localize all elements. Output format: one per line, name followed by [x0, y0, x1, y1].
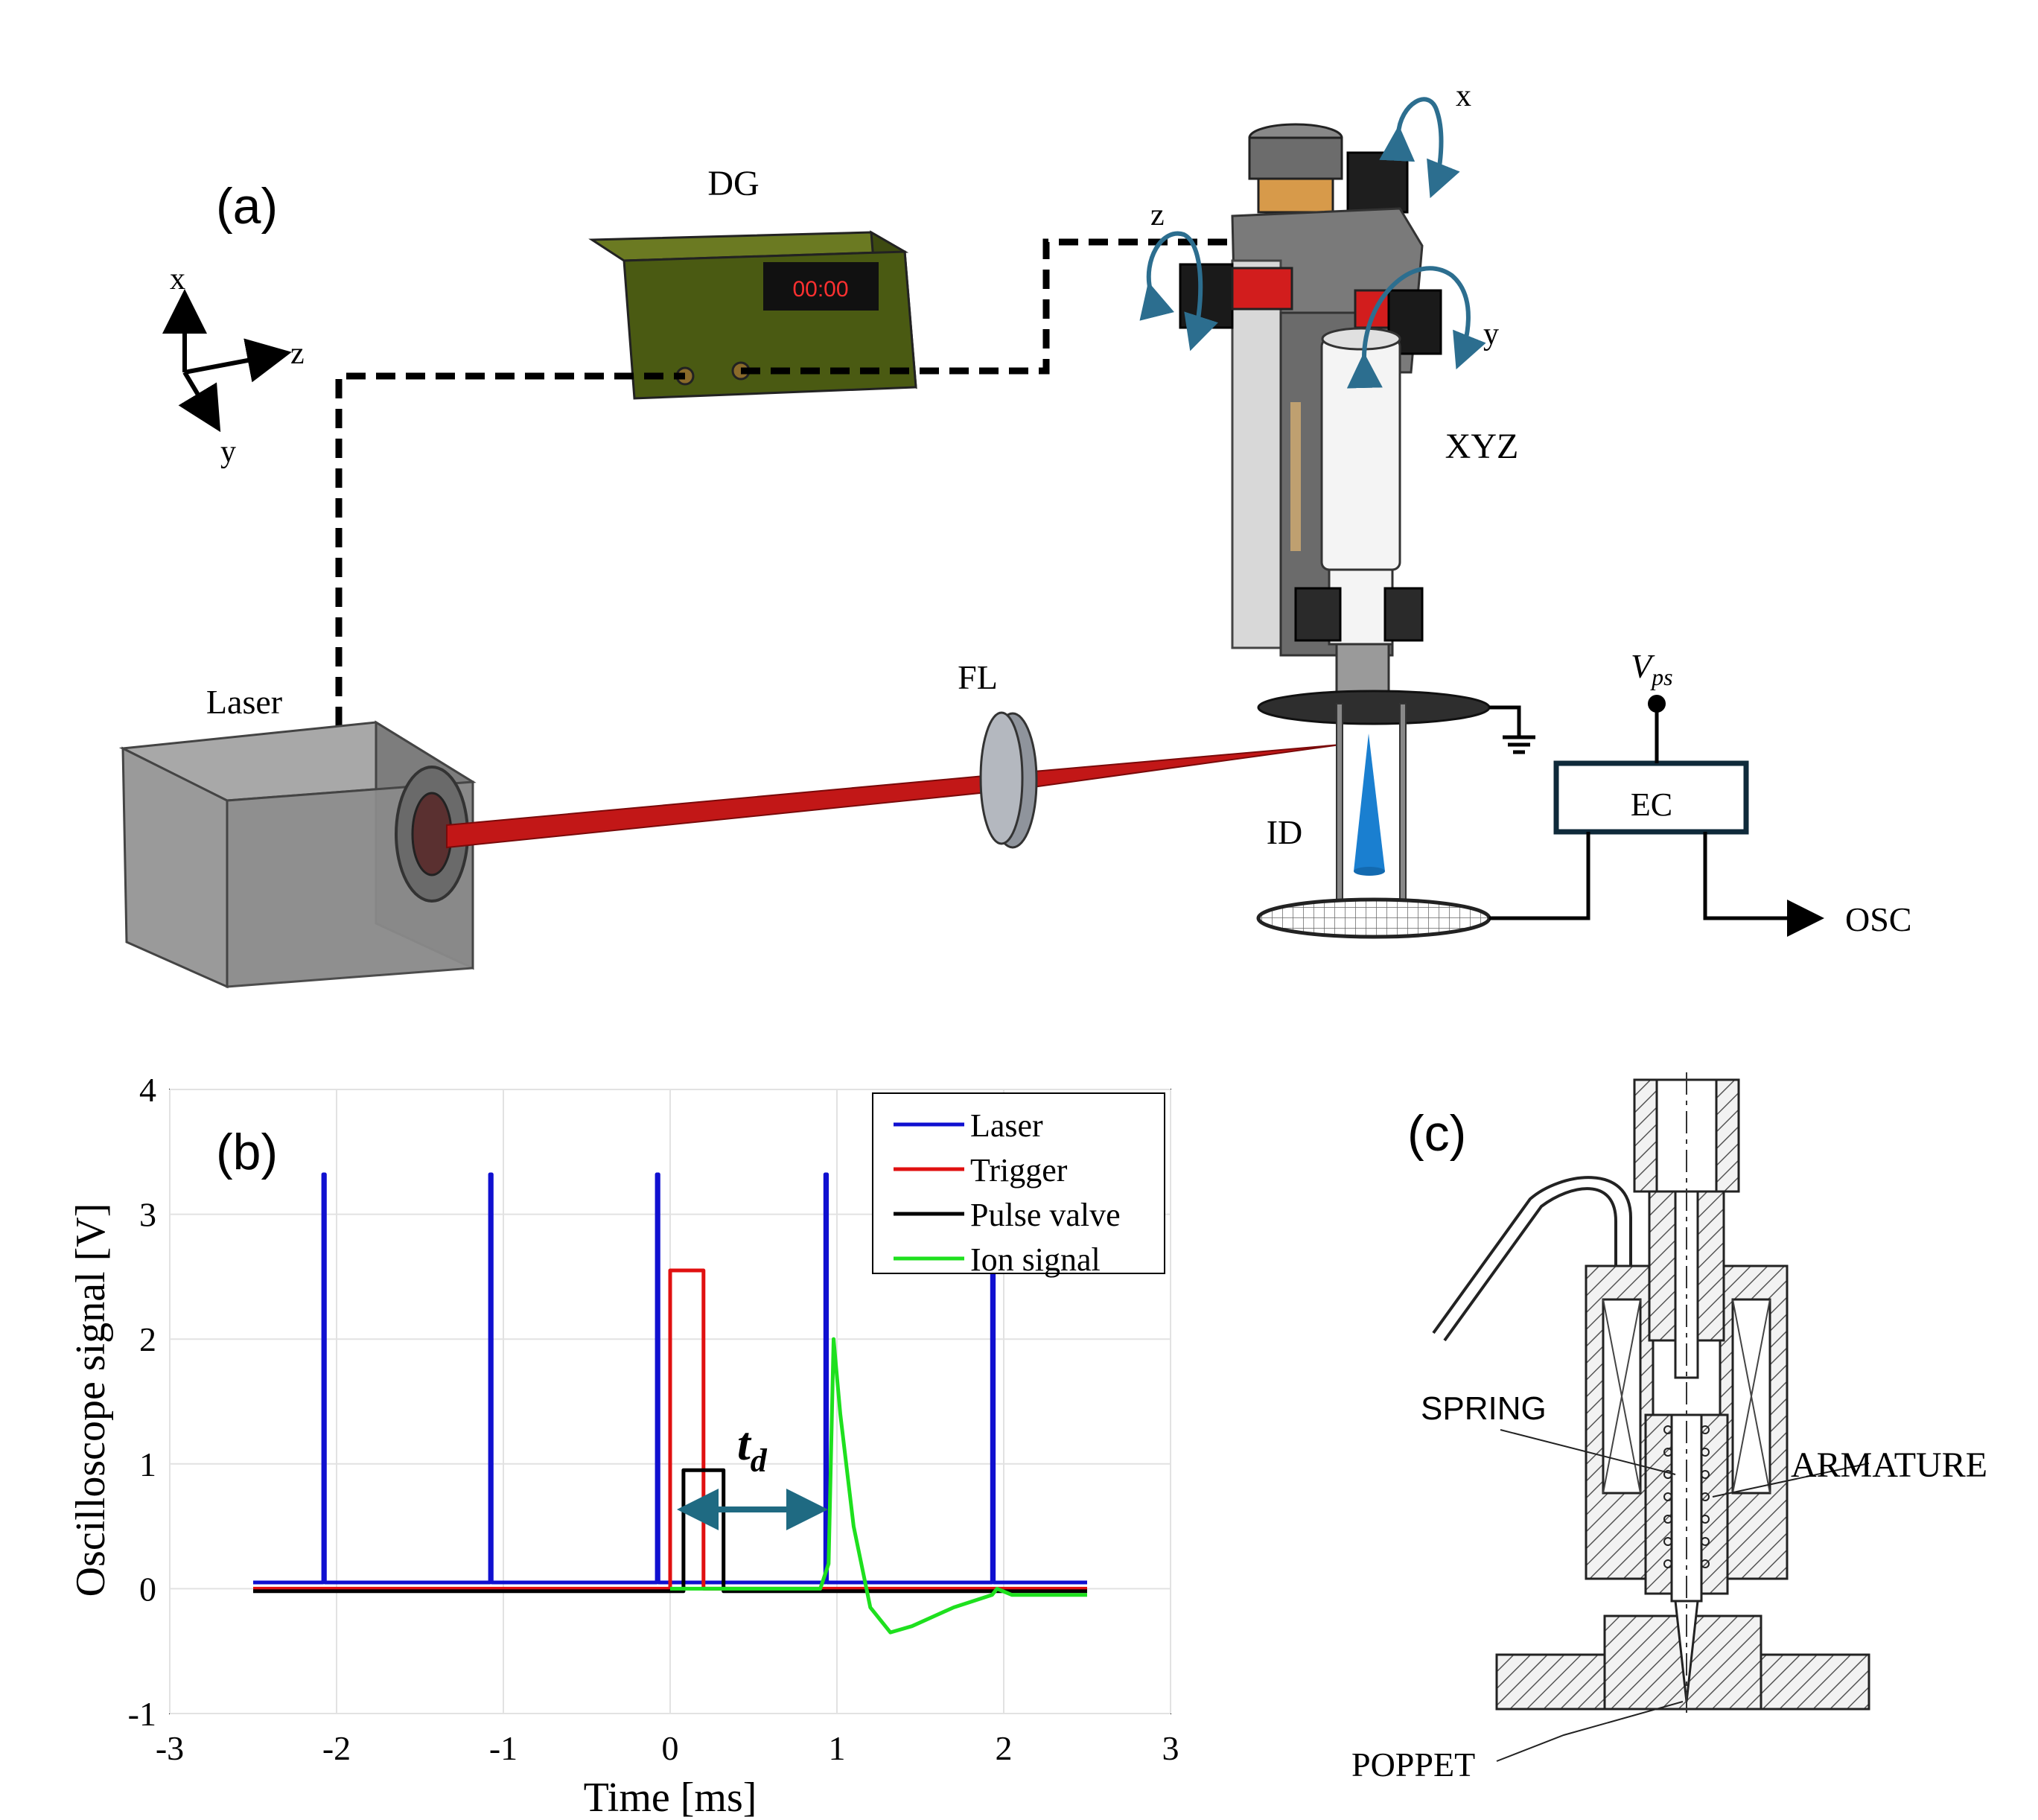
panel-b: -3 -2 -1 0 1 2 3 -1 0 1 2 3 4 (b) Time [ms] Oscillos… [68, 1071, 1179, 1820]
coordinate-axes [162, 289, 292, 433]
series-line-ion-signal [670, 1337, 1087, 1635]
x-tick-label: 0 [662, 1729, 679, 1767]
vps-main: V [1631, 647, 1655, 685]
x-tick-label: -1 [489, 1729, 518, 1767]
rot-y-label: y [1483, 317, 1499, 351]
panel-a-label: (a) [216, 178, 278, 235]
legend-label: Trigger [970, 1152, 1068, 1189]
axis-x-label: x [170, 262, 185, 296]
y-tick-label: -1 [128, 1695, 156, 1733]
panel-a: (a) x z y 00:00 DG [118, 79, 1911, 989]
x-axis-label: Time [ms] [584, 1775, 757, 1820]
y-tick-label: 0 [139, 1570, 156, 1608]
laser-box [118, 720, 477, 989]
spring-label: SPRING [1421, 1390, 1547, 1427]
tick-labels: -3 -2 -1 0 1 2 3 -1 0 1 2 3 4 [128, 1071, 1179, 1767]
x-tick-label: -3 [156, 1729, 184, 1767]
x-tick-label: -2 [322, 1729, 351, 1767]
upper-plate [1257, 690, 1491, 725]
x-tick-label: 2 [996, 1729, 1013, 1767]
pulse-valve-drawing [1432, 1072, 1870, 1762]
axis-y-label: y [220, 435, 236, 469]
rotation-arrows [1139, 97, 1486, 389]
vps-sub: ps [1650, 664, 1672, 690]
y-tick-label: 4 [139, 1071, 156, 1109]
spring-coils [1663, 1425, 1710, 1568]
td-label: td [737, 1417, 768, 1479]
series-line-pulse-valve [253, 1468, 1087, 1594]
mesh-plate [1256, 897, 1491, 939]
panel-c: (c) [1351, 1072, 1987, 1784]
laser-aperture [411, 792, 453, 876]
legend-label: Pulse valve [970, 1197, 1121, 1233]
panel-c-label: (c) [1407, 1105, 1466, 1162]
dg-label: DG [707, 164, 759, 203]
rot-z-label: z [1150, 198, 1165, 232]
dg-display [763, 262, 879, 311]
fl-label: FL [958, 658, 998, 696]
vps-label: Vps [1631, 647, 1673, 690]
ec-label: EC [1631, 786, 1672, 823]
legend-label: Ion signal [970, 1241, 1101, 1278]
x-tick-label: 1 [829, 1729, 846, 1767]
armature-label: ARMATURE [1791, 1445, 1987, 1485]
panel-b-label: (b) [216, 1124, 278, 1180]
xyz-label: XYZ [1445, 427, 1519, 466]
laser-label: Laser [206, 683, 282, 721]
series-line-laser [253, 1172, 1087, 1585]
y-tick-label: 1 [139, 1445, 156, 1483]
xyz-stage [1179, 123, 1442, 705]
vps-terminal [1648, 695, 1666, 713]
chart-series [253, 1172, 1087, 1635]
focusing-lens [979, 711, 1038, 849]
dg-display-text: 00:00 [792, 277, 848, 302]
axis-z-label: z [290, 337, 305, 371]
legend-label: Laser [970, 1107, 1043, 1144]
td-sub: d [751, 1442, 768, 1479]
ec-box [1553, 760, 1749, 835]
osc-label: OSC [1845, 900, 1911, 938]
delay-generator: 00:00 [588, 230, 917, 400]
electronics-circuit [1489, 695, 1824, 937]
trigger-cable [335, 238, 1292, 726]
y-tick-label: 2 [139, 1320, 156, 1358]
ion-detector [1256, 690, 1535, 939]
ion-cone [1354, 734, 1385, 871]
rot-x-label: x [1456, 79, 1471, 113]
y-tick-label: 3 [139, 1196, 156, 1234]
laser-beam [446, 744, 1341, 849]
id-label: ID [1267, 813, 1303, 851]
y-axis-label: Oscilloscope signal [V] [68, 1203, 114, 1597]
td-main: t [737, 1417, 752, 1470]
x-tick-label: 3 [1162, 1729, 1179, 1767]
poppet-label: POPPET [1351, 1746, 1475, 1784]
